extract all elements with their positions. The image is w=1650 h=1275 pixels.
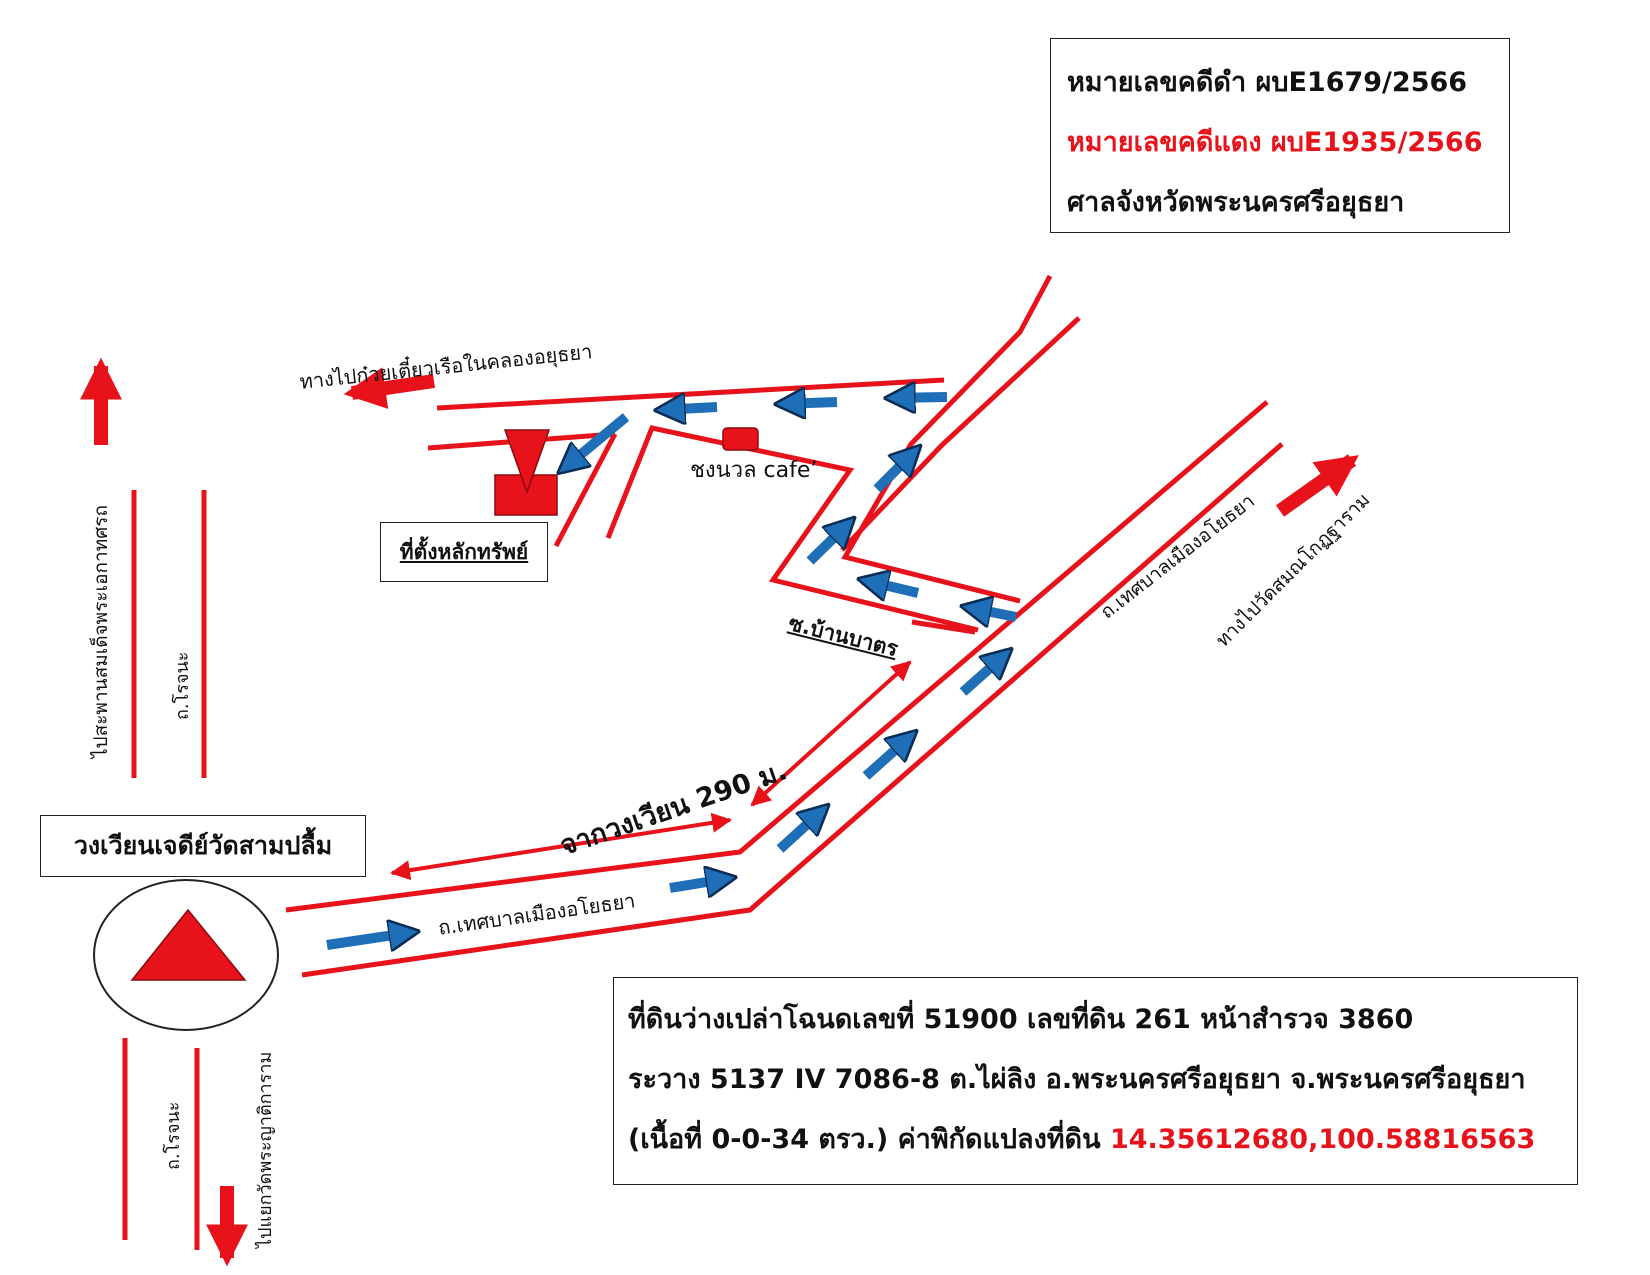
direction-label-bridge: ไปสะพานสมเด็จพระเอกาทศรถ — [90, 505, 112, 758]
case-info-box: หมายเลขคดีดำ ผบE1679/2566 หมายเลขคดีแดง … — [1050, 38, 1510, 233]
property-coordinates: 14.35612680,100.58816563 — [1109, 1124, 1536, 1155]
direction-arrows — [80, 357, 1359, 1267]
roundabout-label: วงเวียนเจดีย์วัดสามปลื้ม — [40, 815, 366, 877]
road-label-rojana-upper: ถ.โรจนะ — [172, 651, 193, 720]
blue-arrow-icon — [959, 652, 1008, 696]
blue-arrow-icon — [863, 580, 920, 593]
distance-arrows — [390, 660, 912, 881]
road-soi-ban-bat — [605, 274, 1081, 635]
blue-arrow-icon — [780, 402, 838, 404]
property-info-box: ที่ดินว่างเปล่าโฉนดเลขที่ 51900 เลขที่ดิ… — [613, 977, 1578, 1185]
property-area-text: (เนื้อที่ 0-0-34 ตรว.) ค่าพิกัดแปลงที่ดิ… — [628, 1124, 1110, 1155]
blue-arrow-icon — [966, 607, 1017, 617]
black-case-number: หมายเลขคดีดำ ผบE1679/2566 — [1067, 67, 1468, 98]
road-thesaban — [285, 400, 1284, 978]
road-thesaban-north-edge — [285, 400, 1269, 913]
road-thesaban-south-edge — [301, 442, 1284, 978]
red-triangle-icon — [130, 908, 247, 981]
blue-arrow-icon — [806, 521, 851, 565]
property-marker — [494, 429, 558, 516]
red-arrow-icon — [1275, 454, 1359, 517]
roundabout — [93, 879, 279, 1031]
road-soi-inner-edge — [840, 316, 1081, 552]
road-soi-west-edge — [605, 425, 979, 633]
court-name: ศาลจังหวัดพระนครศรีอยุธยา — [1067, 187, 1405, 218]
property-map-sheet-line: ระวาง 5137 IV 7086-8 ต.ไผ่ลิง อ.พระนครศร… — [628, 1064, 1526, 1095]
cafe-marker — [722, 427, 759, 451]
road-label-rojana-lower: ถ.โรจนะ — [163, 1101, 184, 1170]
red-case-number: หมายเลขคดีแดง ผบE1935/2566 — [1067, 127, 1483, 158]
blue-arrow-icon — [873, 449, 917, 493]
road-canal-north-edge — [436, 377, 945, 411]
property-area-line: (เนื้อที่ 0-0-34 ตรว.) ค่าพิกัดแปลงที่ดิ… — [628, 1110, 1563, 1170]
direction-label-wat-pradu: ไปแยกวัดพระญาติการาม — [255, 1051, 276, 1248]
property-deed-line: ที่ดินว่างเปล่าโฉนดเลขที่ 51900 เลขที่ดิ… — [628, 1004, 1414, 1035]
road-canal-west-edge — [553, 432, 618, 548]
blue-arrow-icon — [562, 413, 630, 470]
road-soi-junction-edge — [911, 619, 976, 635]
red-pin-icon — [503, 429, 551, 495]
blue-arrow-icon — [890, 397, 948, 398]
blue-arrow-icon — [669, 878, 731, 888]
distance-arrow-horizontal — [390, 812, 732, 881]
distance-arrow-diagonal — [750, 660, 912, 807]
cafe-label: ชงนวล cafe’ — [690, 458, 818, 483]
road-rojana — [122, 490, 207, 1250]
blue-arrow-icon — [660, 407, 718, 410]
property-location-label: ที่ตั้งหลักทรัพย์ — [380, 522, 548, 582]
blue-arrow-icon — [326, 932, 414, 945]
blue-arrow-icon — [776, 808, 825, 853]
red-arrow-icon — [343, 367, 436, 409]
